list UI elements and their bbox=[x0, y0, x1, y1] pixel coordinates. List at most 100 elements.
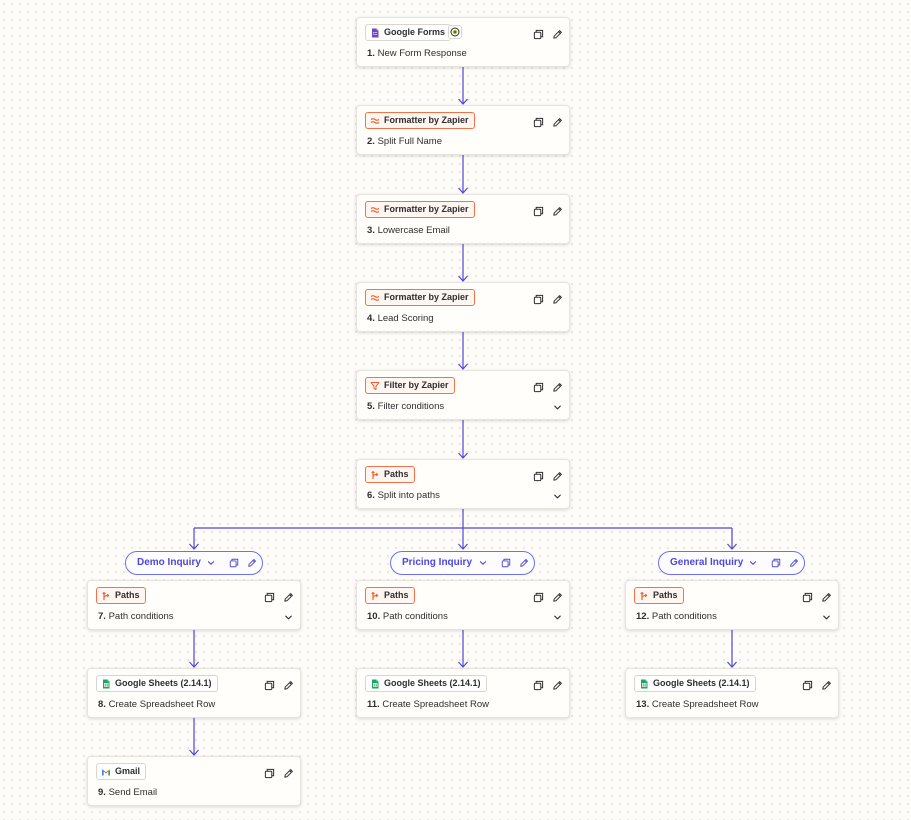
step-card-s10[interactable]: Paths 10. Path conditions bbox=[356, 580, 570, 630]
copy-icon[interactable] bbox=[262, 678, 276, 692]
chevron-down-icon[interactable] bbox=[746, 556, 760, 570]
app-tag[interactable]: Paths bbox=[365, 587, 415, 604]
copy-icon[interactable] bbox=[531, 292, 545, 306]
chevron-down-icon[interactable] bbox=[204, 556, 218, 570]
gmail-icon bbox=[101, 767, 111, 777]
app-name: Formatter by Zapier bbox=[384, 204, 469, 214]
app-tag[interactable]: Paths bbox=[365, 466, 415, 483]
copy-icon[interactable] bbox=[769, 556, 783, 570]
pencil-icon[interactable] bbox=[281, 766, 295, 780]
app-tag[interactable]: Formatter by Zapier bbox=[365, 289, 475, 306]
app-name: Google Sheets (2.14.1) bbox=[384, 678, 481, 688]
path-name: Demo Inquiry bbox=[137, 557, 201, 568]
copy-icon[interactable] bbox=[800, 590, 814, 604]
app-tag[interactable]: Google Sheets (2.14.1) bbox=[96, 675, 218, 692]
copy-icon[interactable] bbox=[531, 380, 545, 394]
copy-icon[interactable] bbox=[531, 678, 545, 692]
app-name: Google Sheets (2.14.1) bbox=[653, 678, 750, 688]
step-number: 4. bbox=[367, 313, 375, 324]
step-name: Path conditions bbox=[651, 611, 717, 622]
copy-icon[interactable] bbox=[531, 27, 545, 41]
step-card-s8[interactable]: Google Sheets (2.14.1) 8. Create Spreadsh… bbox=[87, 668, 301, 718]
step-title: 10. Path conditions bbox=[367, 611, 448, 622]
chevron-down-icon[interactable] bbox=[550, 400, 564, 414]
step-card-s13[interactable]: Google Sheets (2.14.1)13. Create Spreads… bbox=[625, 668, 839, 718]
path-pill-p1[interactable]: Demo Inquiry bbox=[125, 551, 263, 575]
chevron-down-icon[interactable] bbox=[476, 556, 490, 570]
pencil-icon[interactable] bbox=[819, 590, 833, 604]
app-tag[interactable]: Paths bbox=[96, 587, 146, 604]
paths-icon bbox=[101, 591, 111, 601]
chevron-down-icon[interactable] bbox=[281, 610, 295, 624]
copy-icon[interactable] bbox=[262, 590, 276, 604]
app-name: Paths bbox=[384, 590, 409, 600]
path-name: General Inquiry bbox=[670, 557, 744, 568]
pencil-icon[interactable] bbox=[550, 469, 564, 483]
copy-icon[interactable] bbox=[800, 678, 814, 692]
chevron-down-icon[interactable] bbox=[550, 610, 564, 624]
app-tag[interactable]: Paths bbox=[634, 587, 684, 604]
step-card-s11[interactable]: Google Sheets (2.14.1)11. Create Spreads… bbox=[356, 668, 570, 718]
pencil-icon[interactable] bbox=[819, 678, 833, 692]
step-name: Path conditions bbox=[382, 611, 448, 622]
copy-icon[interactable] bbox=[227, 556, 241, 570]
pencil-icon[interactable] bbox=[550, 204, 564, 218]
app-name: Paths bbox=[115, 590, 140, 600]
copy-icon[interactable] bbox=[531, 204, 545, 218]
formatter-icon bbox=[370, 116, 380, 126]
copy-icon[interactable] bbox=[531, 590, 545, 604]
copy-icon[interactable] bbox=[262, 766, 276, 780]
pencil-icon[interactable] bbox=[550, 115, 564, 129]
pencil-icon[interactable] bbox=[550, 292, 564, 306]
step-number: 9. bbox=[98, 787, 106, 798]
pencil-icon[interactable] bbox=[281, 678, 295, 692]
app-tag[interactable]: Google Sheets (2.14.1) bbox=[365, 675, 487, 692]
path-pill-p3[interactable]: General Inquiry bbox=[658, 551, 805, 575]
pencil-icon[interactable] bbox=[517, 556, 531, 570]
pencil-icon[interactable] bbox=[550, 678, 564, 692]
copy-icon[interactable] bbox=[531, 469, 545, 483]
paths-icon bbox=[639, 591, 649, 601]
copy-icon[interactable] bbox=[499, 556, 513, 570]
app-name: Formatter by Zapier bbox=[384, 292, 469, 302]
step-name: Split Full Name bbox=[377, 136, 442, 147]
copy-icon[interactable] bbox=[531, 115, 545, 129]
step-title: 8. Create Spreadsheet Row bbox=[98, 699, 215, 710]
pencil-icon[interactable] bbox=[281, 590, 295, 604]
app-tag[interactable]: Google Forms bbox=[365, 24, 452, 41]
step-number: 3. bbox=[367, 225, 375, 236]
add-circle-icon[interactable] bbox=[448, 25, 462, 39]
connector-arrow bbox=[458, 661, 468, 668]
formatter-icon bbox=[370, 205, 380, 215]
pencil-icon[interactable] bbox=[550, 590, 564, 604]
app-tag[interactable]: Gmail bbox=[96, 763, 147, 780]
app-tag[interactable]: Google Sheets (2.14.1) bbox=[634, 675, 756, 692]
chevron-down-icon[interactable] bbox=[550, 489, 564, 503]
filter-icon bbox=[370, 381, 380, 391]
path-pill-p2[interactable]: Pricing Inquiry bbox=[390, 551, 535, 575]
chevron-down-icon[interactable] bbox=[819, 610, 833, 624]
google-sheets-icon bbox=[639, 679, 649, 689]
app-name: Google Forms bbox=[384, 27, 446, 37]
pencil-icon[interactable] bbox=[550, 27, 564, 41]
connector-arrow bbox=[458, 452, 468, 459]
pencil-icon[interactable] bbox=[245, 556, 259, 570]
app-tag[interactable]: Formatter by Zapier bbox=[365, 112, 475, 129]
pencil-icon[interactable] bbox=[550, 380, 564, 394]
connector-arrow bbox=[458, 275, 468, 282]
app-tag[interactable]: Formatter by Zapier bbox=[365, 201, 475, 218]
google-sheets-icon bbox=[101, 679, 111, 689]
step-name: New Form Response bbox=[377, 48, 467, 59]
pencil-icon[interactable] bbox=[787, 556, 801, 570]
app-tag[interactable]: Filter by Zapier bbox=[365, 377, 455, 394]
